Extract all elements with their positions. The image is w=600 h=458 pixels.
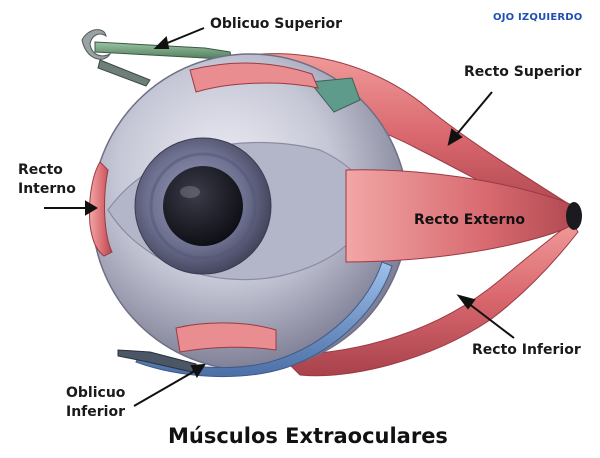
label-lateral-rectus: Recto Externo bbox=[414, 212, 526, 228]
eye-side-tag: OJO IZQUIERDO bbox=[493, 12, 583, 23]
label-superior-oblique: Oblicuo Superior bbox=[210, 16, 343, 32]
arrow-inferior-rectus bbox=[463, 299, 515, 339]
medial-rectus-muscle bbox=[89, 161, 113, 257]
inferior-rectus-muscle bbox=[278, 221, 579, 377]
label-superior-rectus: Recto Superior bbox=[464, 64, 582, 80]
pointer-arrows bbox=[44, 27, 515, 407]
superior-rectus-insertion bbox=[189, 62, 319, 93]
diagram-title: Músculos Extraoculares bbox=[168, 424, 448, 448]
label-medial-rectus-line1: Recto bbox=[18, 162, 63, 178]
label-inferior-rectus: Recto Inferior bbox=[472, 342, 581, 358]
label-inferior-oblique-line1: Oblicuo bbox=[66, 385, 126, 401]
annulus-of-zinn bbox=[566, 202, 582, 230]
arrow-inferior-oblique bbox=[133, 367, 201, 407]
superior-oblique-muscle-belly bbox=[97, 59, 151, 87]
inferior-rectus-insertion bbox=[175, 322, 277, 353]
iris-ring bbox=[149, 152, 257, 260]
arrow-superior-rectus bbox=[451, 91, 493, 141]
trochlea-icon bbox=[81, 29, 112, 60]
pupil bbox=[163, 166, 243, 246]
superior-oblique-insertion bbox=[309, 77, 361, 113]
label-medial-rectus-line2: Interno bbox=[18, 181, 76, 197]
pupil-highlight bbox=[180, 186, 200, 198]
label-inferior-oblique-line2: Inferior bbox=[66, 404, 125, 420]
